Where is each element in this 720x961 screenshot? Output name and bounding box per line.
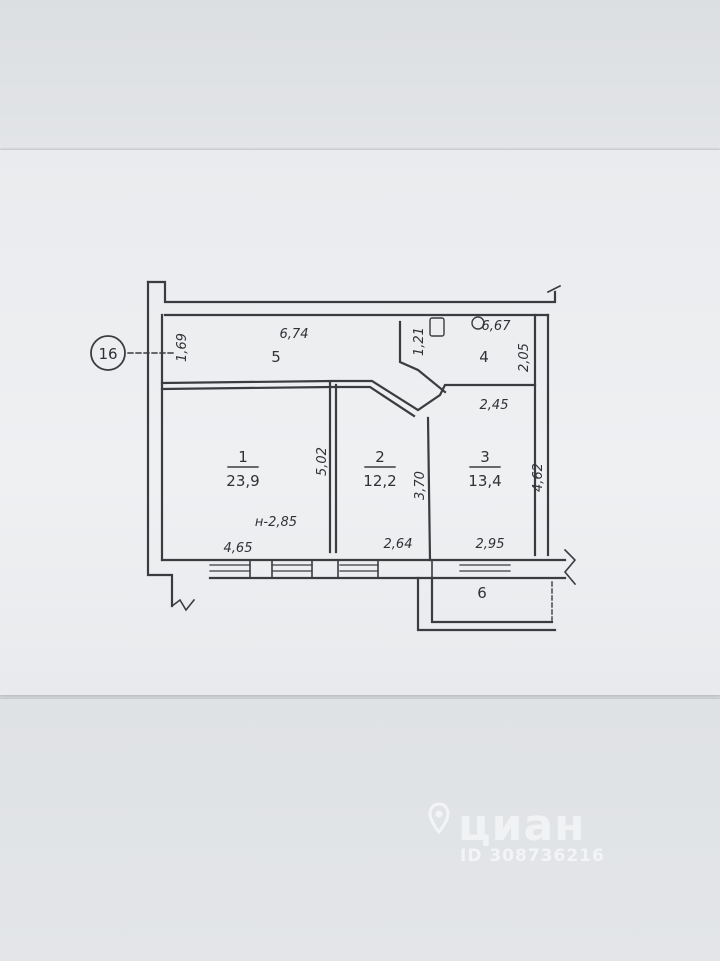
floor-plan-sheet	[0, 150, 720, 695]
room-5-number: 5	[271, 348, 281, 366]
wall-partition-2-3	[426, 416, 432, 562]
background-paper-top	[0, 0, 720, 150]
room-3-number: 3	[480, 448, 490, 466]
watermark-id: ID 308736216	[460, 846, 605, 866]
sink-fixture	[471, 316, 485, 330]
dim-bath-width: 2,05	[517, 343, 532, 372]
background-paper-bottom	[0, 698, 720, 961]
pier-2	[311, 559, 339, 579]
dim-ceiling-height: н-2,85	[255, 515, 297, 530]
pier-3	[377, 559, 433, 579]
room-2-number: 2	[375, 448, 385, 466]
toilet-fixture	[429, 317, 445, 337]
dim-room1-width: 4,65	[224, 541, 253, 556]
window-2	[339, 564, 511, 572]
dim-corridor-width: 1,69	[175, 333, 190, 362]
room-1-number: 1	[238, 448, 248, 466]
dim-room2-depth: 3,70	[413, 471, 428, 500]
wall-left	[146, 280, 174, 608]
room-2-area: 12,2	[363, 472, 396, 490]
watermark: циан ID 308736216	[428, 800, 660, 880]
axis-marker-circle	[90, 335, 126, 371]
wall-bath	[398, 320, 447, 394]
dim-room3-depth: 4,62	[531, 463, 546, 492]
axis-marker-label: 16	[98, 345, 117, 363]
wall-corridor-inner	[160, 385, 416, 418]
window-1	[209, 564, 313, 572]
room-4-number: 4	[479, 348, 489, 366]
break-mark-top	[546, 284, 562, 294]
dim-room1-depth: 5,02	[315, 447, 330, 476]
dim-room2-width: 2,64	[384, 537, 413, 552]
dim-bath-length: 6,67	[482, 319, 512, 334]
dim-bath-small: 1,21	[412, 327, 427, 356]
dim-room3-top: 2,45	[480, 398, 509, 413]
location-pin-icon	[428, 802, 450, 835]
room-1-area: 23,9	[226, 472, 259, 490]
dim-corridor-length: 6,74	[280, 327, 309, 342]
break-mark-left	[170, 598, 196, 612]
pier-1	[249, 559, 273, 579]
balcony	[416, 576, 557, 632]
break-mark-right	[563, 548, 577, 586]
wall-top	[146, 280, 557, 304]
watermark-brand: циан	[458, 800, 586, 851]
room-3-area: 13,4	[468, 472, 501, 490]
wall-corridor	[160, 379, 537, 412]
room-6-number: 6	[477, 584, 487, 602]
dim-room3-width: 2,95	[476, 537, 505, 552]
